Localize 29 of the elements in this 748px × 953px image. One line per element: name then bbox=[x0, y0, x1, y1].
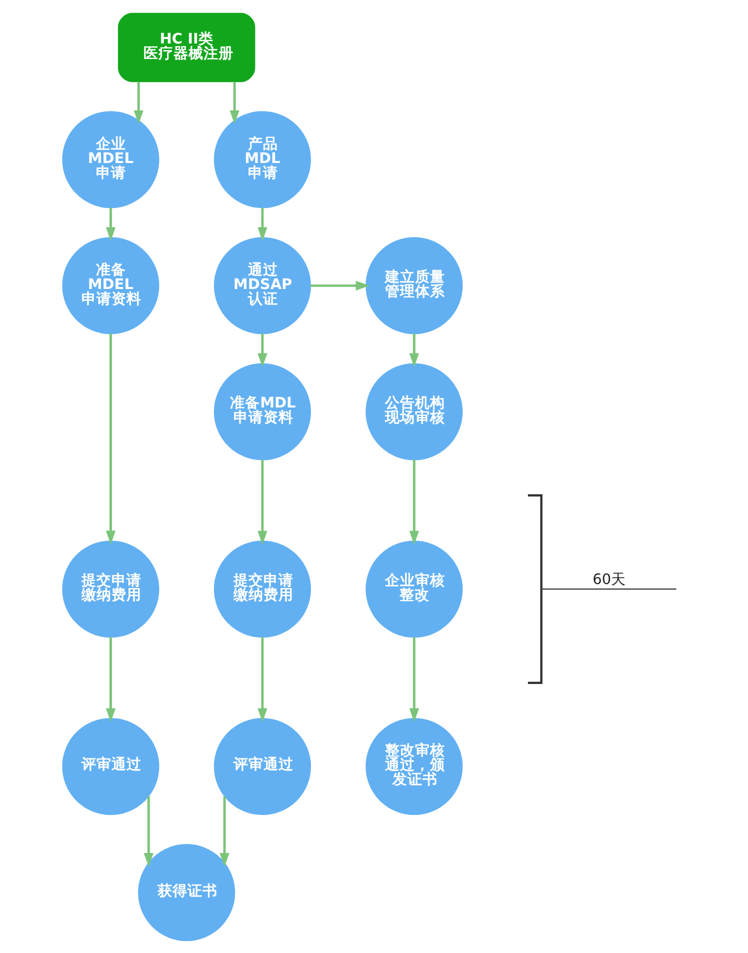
node-circle: 评审通过 bbox=[214, 717, 311, 815]
node-circle: 整改审核通过，颁发证书 bbox=[366, 717, 463, 815]
node-circle: 建立质量管理体系 bbox=[366, 236, 463, 334]
arrow bbox=[106, 636, 116, 722]
node-circle: 企业审核整改 bbox=[366, 540, 463, 638]
node-circle: 获得证书 bbox=[138, 844, 236, 941]
arrow bbox=[106, 333, 116, 544]
node-circle: 提交申请缴纳费用 bbox=[62, 540, 160, 638]
node-circle: 准备MDL申请资料 bbox=[214, 362, 311, 460]
arrow bbox=[258, 459, 268, 544]
node-circle: 准备 MDEL 申请资料 bbox=[62, 236, 160, 334]
node-box: HC II类医疗器械注册 bbox=[118, 12, 256, 82]
label: 60天 bbox=[592, 571, 626, 588]
arrow bbox=[106, 207, 116, 241]
arrow bbox=[310, 280, 370, 290]
node-circle: 提交申请缴纳费用 bbox=[214, 540, 311, 638]
arrow bbox=[258, 207, 268, 241]
node-circle: 评审通过 bbox=[62, 717, 160, 815]
arrow bbox=[230, 81, 240, 124]
arrow bbox=[258, 333, 268, 367]
arrow bbox=[134, 81, 144, 124]
arrow bbox=[409, 333, 420, 367]
arrow bbox=[258, 636, 268, 722]
node-circle: 通过 MDSAP 认证 bbox=[214, 236, 311, 334]
arrow bbox=[409, 636, 420, 722]
arrow bbox=[144, 796, 154, 866]
arrow bbox=[409, 459, 420, 544]
arrow bbox=[220, 796, 230, 866]
node-circle: 公告机构现场审核 bbox=[366, 362, 463, 460]
